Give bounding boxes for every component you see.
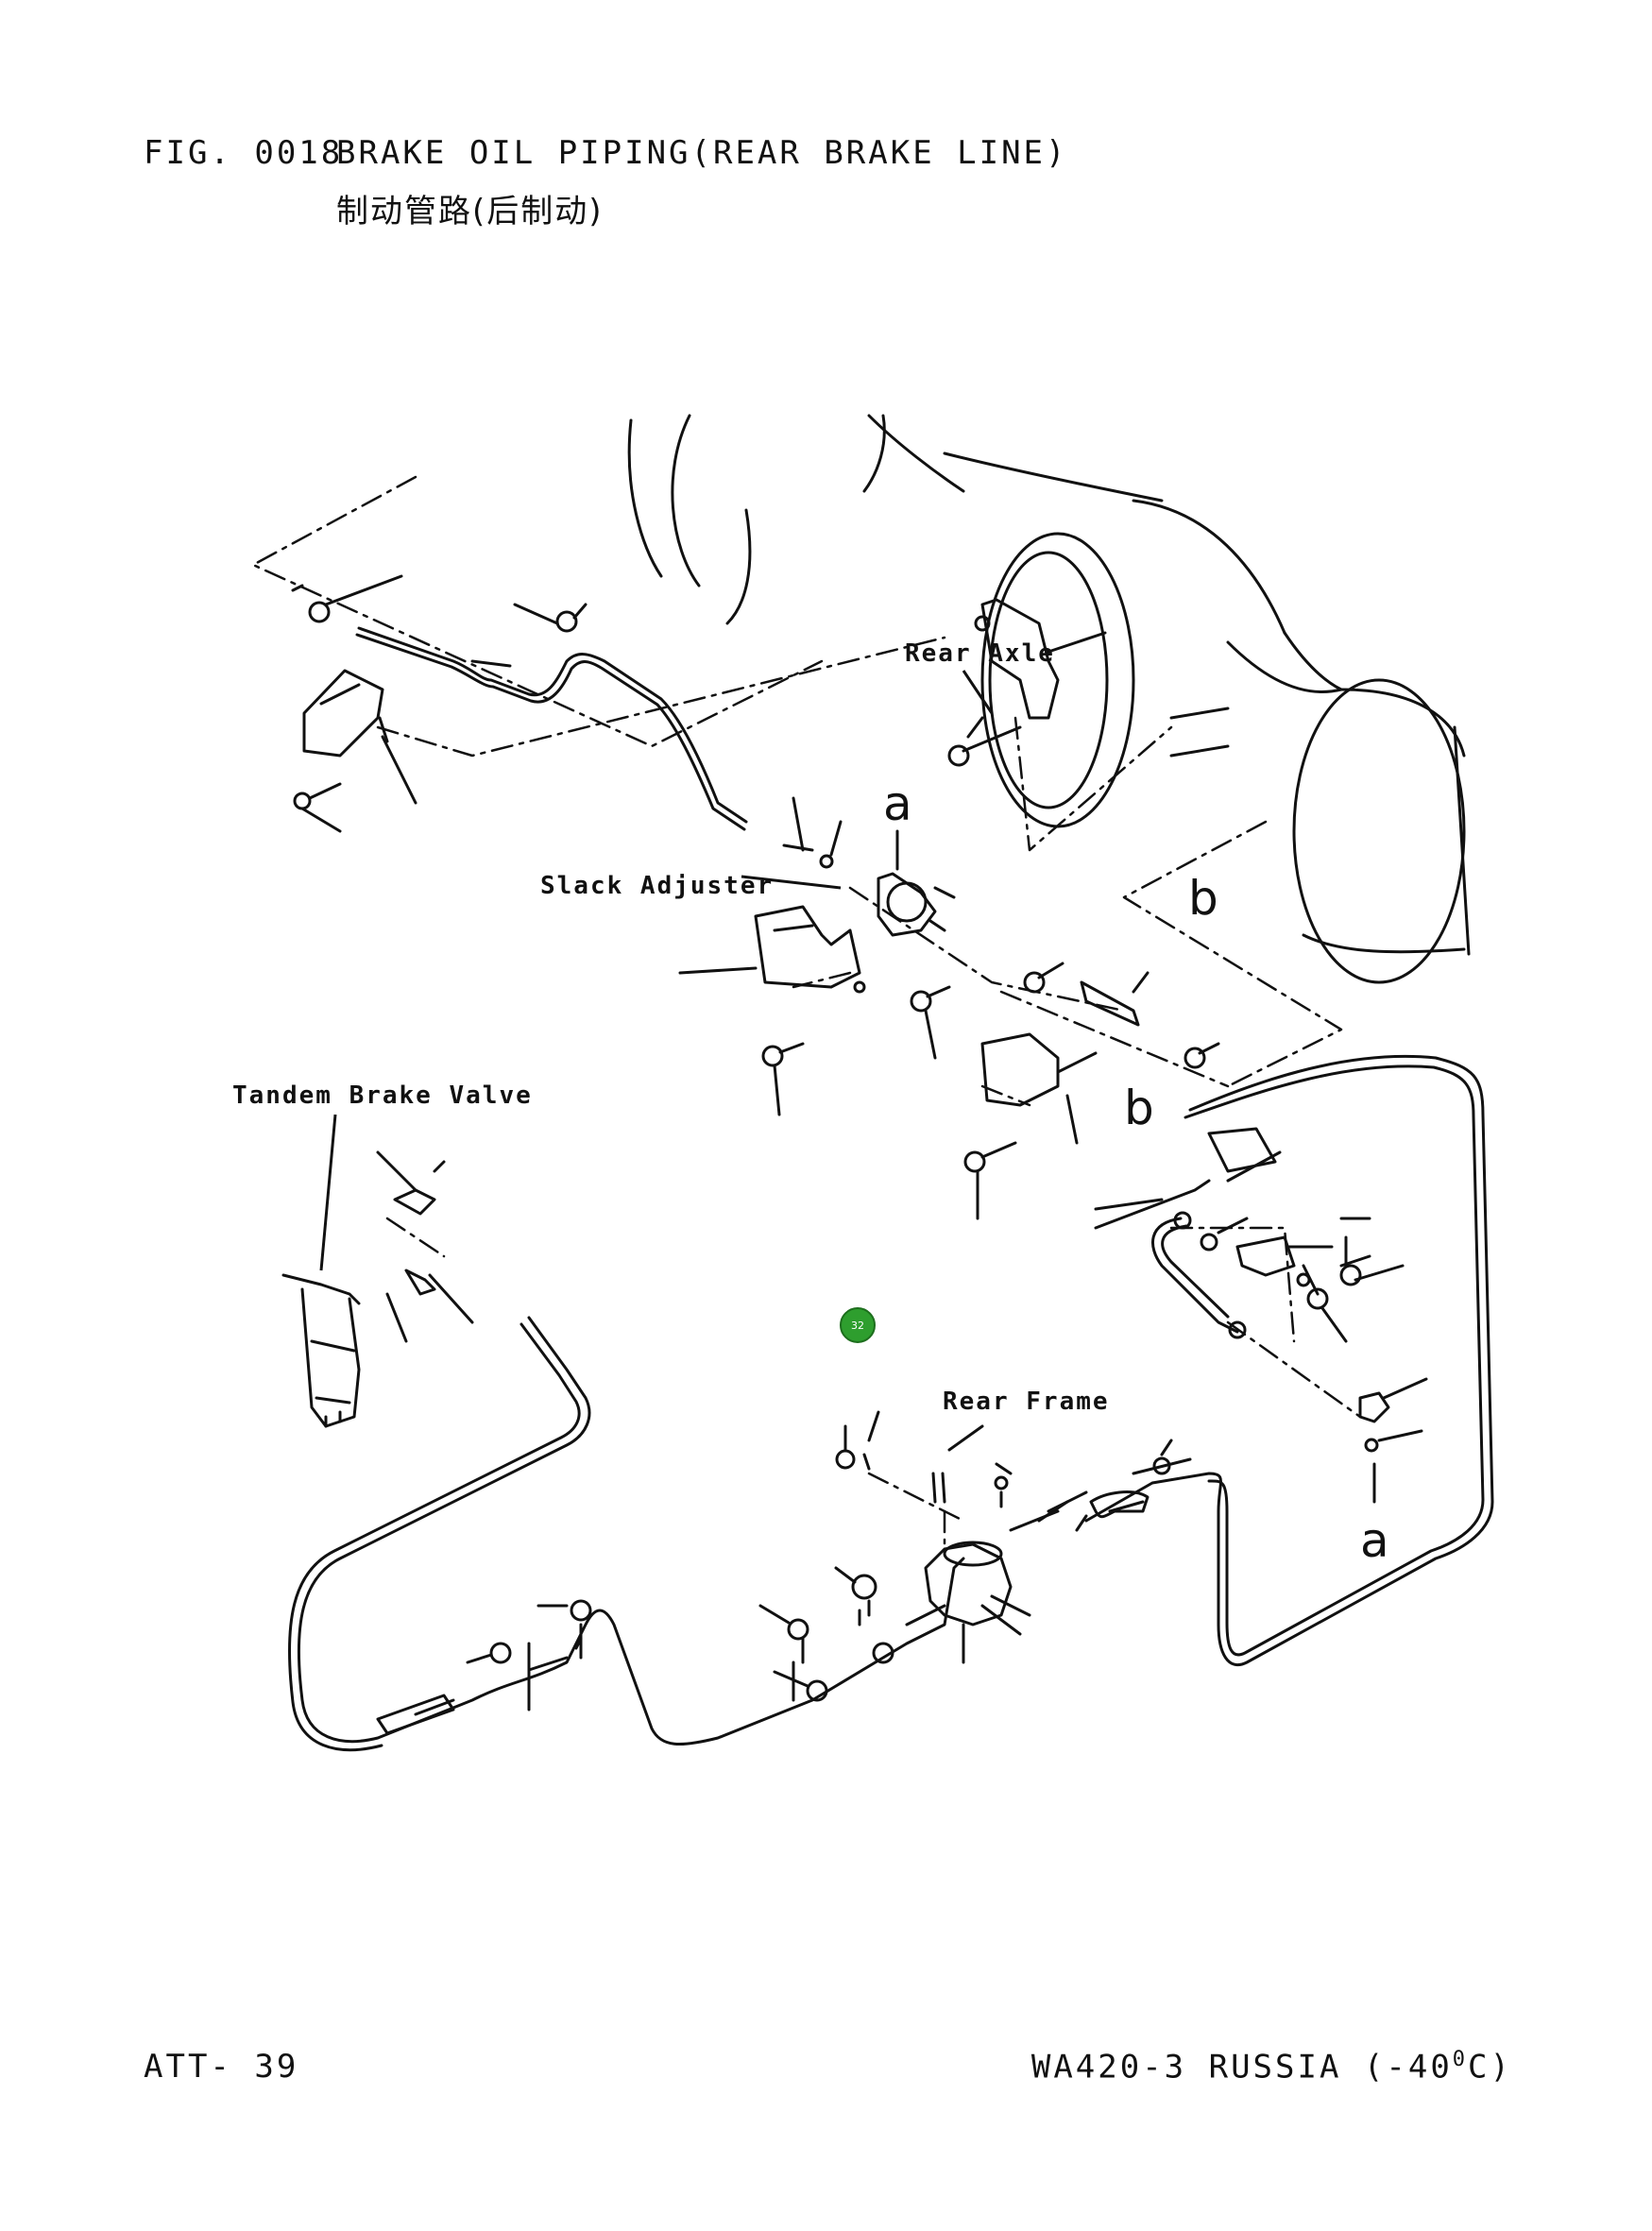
ref-letter-b-mid: b — [1124, 1081, 1154, 1135]
ref-letter-a-bottom: a — [1360, 1513, 1389, 1568]
junction-block — [905, 1500, 1069, 1664]
hotspot-number: 32 — [851, 1320, 864, 1332]
model-reference-main: WA420-3 RUSSIA (-40 — [1030, 2048, 1453, 2086]
right-pipe — [1094, 1127, 1428, 1504]
slack-adjuster — [782, 796, 956, 937]
ref-letter-b-right: b — [1188, 871, 1218, 926]
label-rear-frame: Rear Frame — [943, 1388, 1110, 1416]
main-pipe — [287, 1054, 1494, 1752]
bolts-middle — [761, 985, 951, 1116]
label-slack-adjuster: Slack Adjuster — [540, 872, 774, 900]
rear-axle-housing — [627, 414, 1471, 984]
lower-bolts — [466, 1566, 894, 1712]
figure-number: FIG. 0018 — [144, 134, 344, 172]
label-rear-axle: Rear Axle — [905, 639, 1055, 668]
label-tandem-brake-valve: Tandem Brake Valve — [232, 1081, 533, 1110]
upper-bracket — [302, 669, 417, 805]
upper-pipe — [355, 626, 748, 831]
model-reference-unit: C) — [1468, 2048, 1512, 2086]
right-fittings — [947, 598, 1220, 1069]
page-reference: ATT- 39 — [144, 2048, 299, 2086]
leader-lines — [251, 475, 1362, 1551]
rear-frame-hardware — [835, 1410, 1192, 1532]
tandem-brake-valve — [281, 1150, 474, 1428]
bolts-upper-left — [291, 574, 588, 833]
right-bracket — [963, 1032, 1098, 1220]
figure-title-chinese: 制动管路(后制动) — [336, 193, 604, 230]
ref-letter-a-top: a — [883, 776, 912, 831]
figure-title: BRAKE OIL PIPING(REAR BRAKE LINE) — [336, 134, 1068, 172]
middle-bracket — [678, 905, 866, 994]
model-reference: WA420-3 RUSSIA (-400C) — [1031, 2048, 1512, 2086]
model-reference-degree: 0 — [1452, 2048, 1469, 2071]
part-hotspot[interactable]: 32 — [840, 1307, 876, 1343]
